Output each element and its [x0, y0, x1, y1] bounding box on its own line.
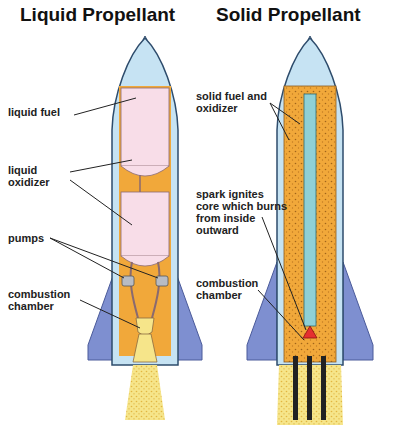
part-label: combustion chamber: [8, 288, 78, 312]
part-label: liquid fuel: [8, 106, 72, 118]
part-label: combustion chamber: [196, 277, 266, 301]
liquid-rocket: [88, 36, 202, 420]
part-label: solid fuel and oxidizer: [196, 90, 268, 114]
panel-heading: Solid Propellant: [216, 4, 361, 26]
part-label: spark ignites core which burns from insi…: [196, 188, 288, 236]
part-label: liquid oxidizer: [8, 164, 66, 188]
panel-heading: Liquid Propellant: [20, 4, 175, 26]
part-label: pumps: [8, 232, 52, 244]
leader-lines: [50, 98, 306, 340]
